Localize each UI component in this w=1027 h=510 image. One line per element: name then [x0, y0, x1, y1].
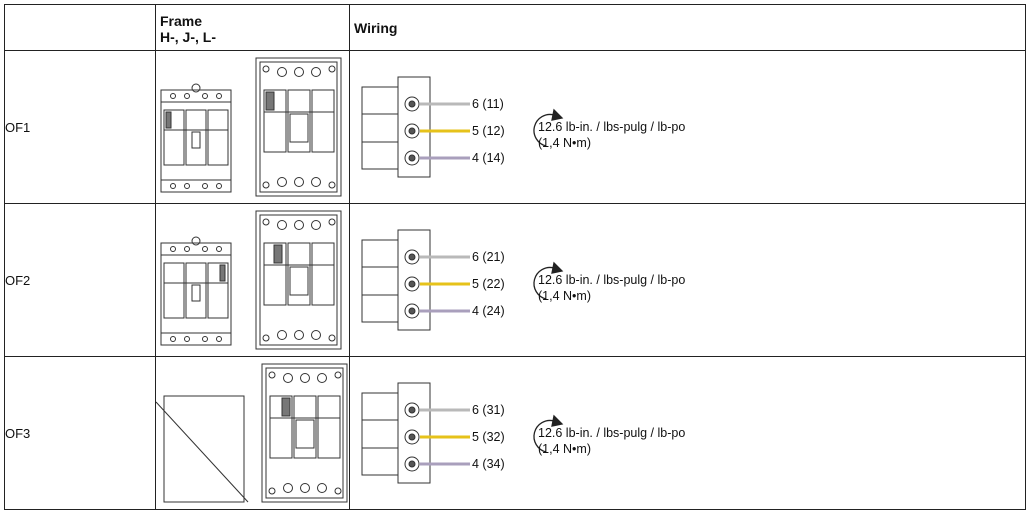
breaker-diagrams-of1 — [160, 57, 342, 197]
terminal-label-5: 5 (22) — [472, 277, 505, 291]
table-row-of3: OF3 — [4, 356, 1026, 510]
wiring-diagram-of2: 6 (21) 5 (22) 4 (24) 12.6 lb-in. / lbs-p… — [361, 229, 685, 331]
terminal-label-4: 4 (14) — [472, 151, 505, 165]
terminal-label-5: 5 (12) — [472, 124, 505, 138]
header-wiring: Wiring — [349, 4, 1026, 51]
torque-value: 12.6 lb-in. / lbs-pulg / lb-po — [538, 120, 685, 134]
breaker-diagrams-of3 — [156, 363, 348, 503]
not-applicable-box — [156, 395, 249, 503]
torque-metric: (1,4 N•m) — [538, 289, 591, 303]
header-frame-title: Frame — [160, 12, 203, 29]
wiring-diagram-of1: 6 (11) 5 (12) 4 (14) 12.6 lb-in. / lbs-p… — [361, 76, 685, 178]
torque-value: 12.6 lb-in. / lbs-pulg / lb-po — [538, 273, 685, 287]
torque-metric: (1,4 N•m) — [538, 442, 591, 456]
header-frame: Frame H-, J-, L- — [155, 4, 350, 51]
torque-rotation-icon — [533, 414, 564, 453]
wiring-spec-table: Frame H-, J-, L- Wiring OF1 — [4, 4, 1026, 510]
row-label-of1: OF1 — [4, 50, 156, 204]
breaker-diagrams-of2 — [160, 210, 342, 350]
large-breaker-diagram — [261, 363, 348, 503]
wiring-diagram-of3: 6 (31) 5 (32) 4 (34) 12.6 lb-in. / lbs-p… — [361, 382, 685, 484]
terminal-label-4: 4 (24) — [472, 304, 505, 318]
torque-value: 12.6 lb-in. / lbs-pulg / lb-po — [538, 426, 685, 440]
small-breaker-diagram — [160, 83, 232, 193]
header-blank — [4, 4, 156, 51]
frame-cell-of2 — [155, 203, 350, 357]
auxiliary-contact-block — [361, 76, 431, 178]
table-row-of1: OF1 — [4, 50, 1026, 204]
header-frame-subtitle: H-, J-, L- — [160, 28, 216, 45]
wiring-cell-of3: 6 (31) 5 (32) 4 (34) 12.6 lb-in. / lbs-p… — [349, 356, 1026, 510]
row-label-of3: OF3 — [4, 356, 156, 510]
terminal-label-6: 6 (31) — [472, 403, 505, 417]
wiring-cell-of2: 6 (21) 5 (22) 4 (24) 12.6 lb-in. / lbs-p… — [349, 203, 1026, 357]
terminal-label-6: 6 (11) — [472, 97, 504, 111]
header-wiring-title: Wiring — [354, 19, 398, 36]
terminal-label-6: 6 (21) — [472, 250, 505, 264]
header-row: Frame H-, J-, L- Wiring — [4, 4, 1026, 51]
table-row-of2: OF2 — [4, 203, 1026, 357]
large-breaker-diagram — [255, 210, 342, 350]
frame-cell-of1 — [155, 50, 350, 204]
auxiliary-contact-block — [361, 382, 431, 484]
auxiliary-contact-block — [361, 229, 431, 331]
torque-rotation-icon — [533, 261, 564, 300]
terminal-label-4: 4 (34) — [472, 457, 505, 471]
row-label-of2: OF2 — [4, 203, 156, 357]
large-breaker-diagram — [255, 57, 342, 197]
torque-rotation-icon — [533, 108, 564, 147]
wiring-cell-of1: 6 (11) 5 (12) 4 (14) 12.6 lb-in. / lbs-p… — [349, 50, 1026, 204]
frame-cell-of3 — [155, 356, 350, 510]
terminal-label-5: 5 (32) — [472, 430, 505, 444]
small-breaker-diagram — [160, 236, 232, 346]
torque-metric: (1,4 N•m) — [538, 136, 591, 150]
